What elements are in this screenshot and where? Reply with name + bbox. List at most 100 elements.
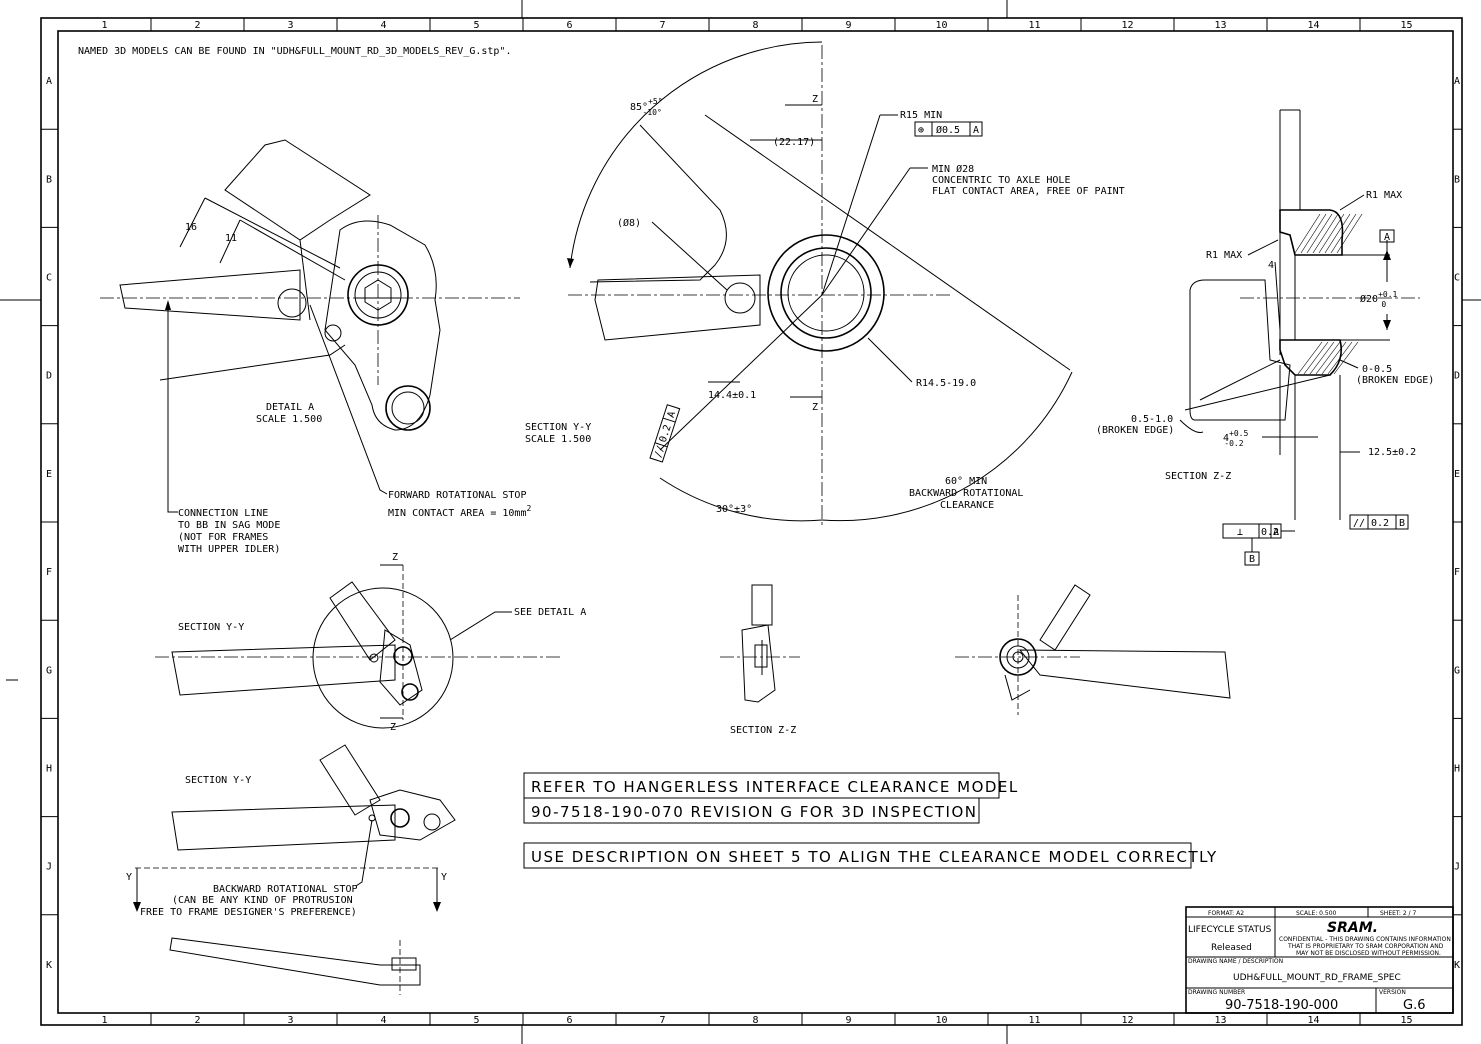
min-contact-label: MIN CONTACT AREA = 10mm2 xyxy=(388,504,531,519)
section-zz-small-view: SECTION Z-Z xyxy=(720,584,800,736)
zone-row-right-B: B xyxy=(1454,174,1460,185)
svg-text:A: A xyxy=(666,410,678,419)
broken-edge-right-1: 0-0.5 xyxy=(1362,364,1392,375)
zone-row-left-F: F xyxy=(46,567,52,578)
zone-row-left-K: K xyxy=(46,960,52,971)
zone-row-right-C: C xyxy=(1454,273,1460,284)
svg-text:B: B xyxy=(1399,518,1405,529)
zone-col-bottom-8: 8 xyxy=(752,1015,758,1026)
dim-22-17: (22.17) xyxy=(773,137,815,148)
svg-text:A: A xyxy=(973,125,979,136)
zone-row-right-D: D xyxy=(1454,371,1460,382)
zone-row-left-H: H xyxy=(46,764,52,775)
section-zz-title: SECTION Z-Z xyxy=(1165,471,1231,482)
svg-text:0.2: 0.2 xyxy=(1371,518,1389,529)
backward-clearance-2: BACKWARD ROTATIONAL xyxy=(909,488,1023,499)
zone-col-top-2: 2 xyxy=(194,20,200,31)
r1-max-left: R1 MAX xyxy=(1206,250,1242,261)
zone-col-bottom-2: 2 xyxy=(194,1015,200,1026)
dim-4-tol: 4+0.5-0.2 xyxy=(1223,429,1248,448)
y-left: Y xyxy=(126,872,132,883)
connection-line-1: CONNECTION LINE xyxy=(178,508,268,519)
zone-row-left-E: E xyxy=(46,469,52,480)
tb-number-label: DRAWING NUMBER xyxy=(1188,989,1245,996)
tb-confidential-1: CONFIDENTIAL - THIS DRAWING CONTAINS INF… xyxy=(1279,936,1451,943)
zone-col-top-3: 3 xyxy=(287,20,293,31)
zone-col-top-15: 15 xyxy=(1400,20,1412,31)
dim-4: 4 xyxy=(1268,260,1274,271)
see-detail-a: SEE DETAIL A xyxy=(514,607,586,618)
zone-col-bottom-5: 5 xyxy=(473,1015,479,1026)
note-line-3: USE DESCRIPTION ON SHEET 5 TO ALIGN THE … xyxy=(531,848,1218,866)
zone-row-left-J: J xyxy=(46,862,52,873)
zone-row-left-G: G xyxy=(46,665,52,676)
zone-col-bottom-14: 14 xyxy=(1307,1015,1319,1026)
note-line-2: 90-7518-190-070 REVISION G FOR 3D INSPEC… xyxy=(531,803,978,821)
zone-col-top-8: 8 xyxy=(752,20,758,31)
zone-col-bottom-1: 1 xyxy=(101,1015,107,1026)
dim-12-5: 12.5±0.2 xyxy=(1368,447,1416,458)
tb-scale: SCALE: 0.500 xyxy=(1296,910,1337,917)
header-note: NAMED 3D MODELS CAN BE FOUND IN "UDH&FUL… xyxy=(78,46,511,57)
svg-text:A: A xyxy=(1273,527,1279,538)
r15-min: R15 MIN xyxy=(900,110,942,121)
section-yy-view-1: Z Z SECTION Y-Y SEE DETAIL A xyxy=(155,552,586,733)
tb-confidential-3: MAY NOT BE DISCLOSED WITHOUT PERMISSION. xyxy=(1296,950,1441,957)
backward-clearance-1: 60° MIN xyxy=(945,476,987,487)
tb-name-value: UDH&FULL_MOUNT_RD_FRAME_SPEC xyxy=(1233,973,1401,983)
zone-row-left-B: B xyxy=(46,174,52,185)
z-view-top: Z xyxy=(392,552,398,563)
r1-max-top: R1 MAX xyxy=(1366,190,1402,201)
section-yy-detail-view: 85°+5°-10° Z (22.17) (Ø8) R15 MIN ⊕ Ø0.5… xyxy=(525,41,1125,525)
detail-a-scale: SCALE 1.500 xyxy=(256,414,322,425)
section-zz-small-label: SECTION Z-Z xyxy=(730,725,796,736)
broken-edge-left-1: 0.5-1.0 xyxy=(1131,414,1173,425)
zone-row-right-H: H xyxy=(1454,764,1460,775)
zone-col-bottom-10: 10 xyxy=(935,1015,947,1026)
tb-version-value: G.6 xyxy=(1403,998,1425,1013)
zone-col-top-11: 11 xyxy=(1028,20,1040,31)
dim-phi8: (Ø8) xyxy=(617,217,641,229)
section-yy-title: SECTION Y-Y xyxy=(525,422,591,433)
backward-stop-1: BACKWARD ROTATIONAL STOP xyxy=(213,884,358,895)
sram-logo: SRAM. xyxy=(1327,920,1378,936)
zone-col-bottom-13: 13 xyxy=(1214,1015,1226,1026)
svg-text:⊥: ⊥ xyxy=(1237,527,1243,538)
dim-14-4: 14.4±0.1 xyxy=(708,390,756,401)
connection-line-2: TO BB IN SAG MODE xyxy=(178,520,280,531)
zone-col-top-5: 5 xyxy=(473,20,479,31)
r14-5: R14.5-19.0 xyxy=(916,378,976,389)
tb-confidential-2: THAT IS PROPRIETARY TO SRAM CORPORATION … xyxy=(1287,943,1444,950)
zone-col-bottom-4: 4 xyxy=(380,1015,386,1026)
z-label-bottom: Z xyxy=(812,402,818,413)
backward-stop-2: (CAN BE ANY KIND OF PROTRUSION xyxy=(172,895,353,906)
zone-col-top-13: 13 xyxy=(1214,20,1226,31)
zone-col-bottom-11: 11 xyxy=(1028,1015,1040,1026)
z-label-top: Z xyxy=(812,94,818,105)
svg-text://: // xyxy=(1353,518,1365,529)
zone-row-right-E: E xyxy=(1454,469,1460,480)
zone-grid: 1122334455667788991010111112121313141415… xyxy=(41,18,1462,1026)
zone-col-bottom-6: 6 xyxy=(566,1015,572,1026)
note-line-1: REFER TO HANGERLESS INTERFACE CLEARANCE … xyxy=(531,778,1019,796)
zone-col-top-7: 7 xyxy=(659,20,665,31)
connection-line-3: (NOT FOR FRAMES xyxy=(178,532,268,543)
section-yy-view-2-label: SECTION Y-Y xyxy=(185,775,251,786)
backward-stop-3: FREE TO FRAME DESIGNER'S PREFERENCE) xyxy=(140,907,357,918)
tb-sheet: SHEET: 2 / 7 xyxy=(1380,910,1416,917)
zone-col-top-6: 6 xyxy=(566,20,572,31)
zone-col-top-4: 4 xyxy=(380,20,386,31)
bottom-view xyxy=(169,937,421,995)
z-view-bottom: Z xyxy=(390,722,396,733)
zone-row-left-D: D xyxy=(46,371,52,382)
tb-name-label: DRAWING NAME / DESCRIPTION xyxy=(1188,958,1283,965)
broken-edge-right-2: (BROKEN EDGE) xyxy=(1356,375,1434,386)
svg-text://: // xyxy=(653,444,667,459)
svg-text:CONCENTRIC TO AXLE HOLE: CONCENTRIC TO AXLE HOLE xyxy=(932,175,1070,186)
zone-row-right-F: F xyxy=(1454,567,1460,578)
zone-col-top-9: 9 xyxy=(845,20,851,31)
zone-row-left-C: C xyxy=(46,273,52,284)
forward-stop-label: FORWARD ROTATIONAL STOP xyxy=(388,490,526,501)
